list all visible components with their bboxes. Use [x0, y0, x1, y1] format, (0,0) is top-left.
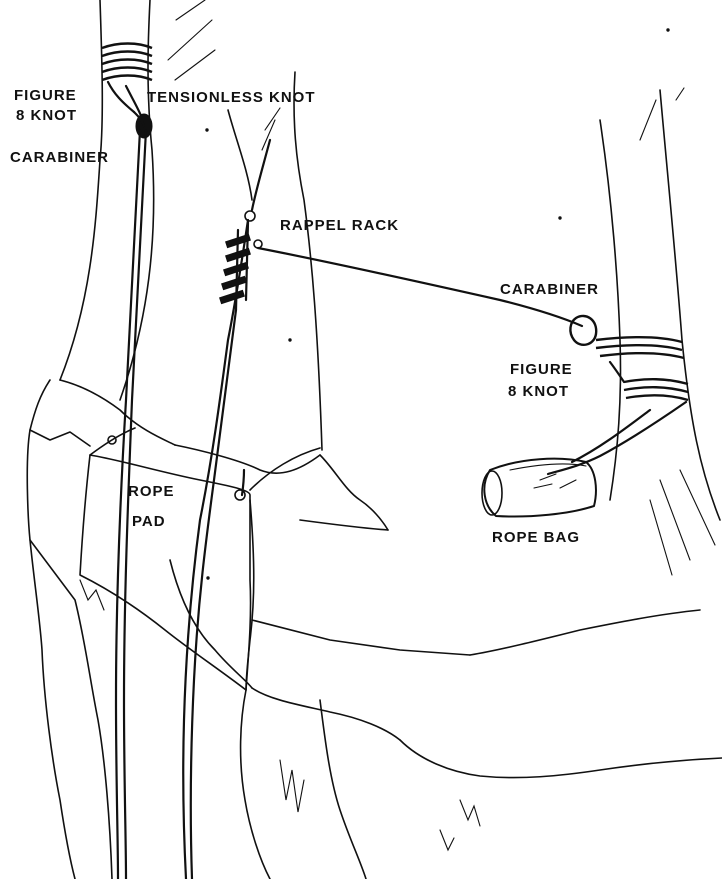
figure-8-knot-label-right: FIGURE: [510, 362, 573, 377]
cliff-edges: [27, 380, 722, 879]
rope-pad-label: ROPE: [128, 484, 175, 499]
rappel-rack-label: RAPPEL RACK: [280, 218, 399, 233]
tensionless-knot-coil: [102, 44, 152, 119]
figure-8-knot-label-right-line2: 8 KNOT: [508, 384, 569, 399]
rappel-ropes: [116, 130, 146, 879]
figure-8-knot-label-left-line2: 8 KNOT: [16, 108, 77, 123]
carabiner-label-left: CARABINER: [10, 150, 109, 165]
rope-pad-label-line2: PAD: [132, 514, 166, 529]
tensionless-knot-label: TENSIONLESS KNOT: [147, 90, 316, 105]
carabiner-label-right: CARABINER: [500, 282, 599, 297]
rope-bag-label: ROPE BAG: [492, 530, 580, 545]
speckles: [206, 29, 669, 579]
rack-ropes: [183, 140, 270, 879]
right-tree: [600, 88, 720, 575]
figure-8-knot-label-left: FIGURE: [14, 88, 77, 103]
rope-bag-shape: [482, 459, 596, 517]
